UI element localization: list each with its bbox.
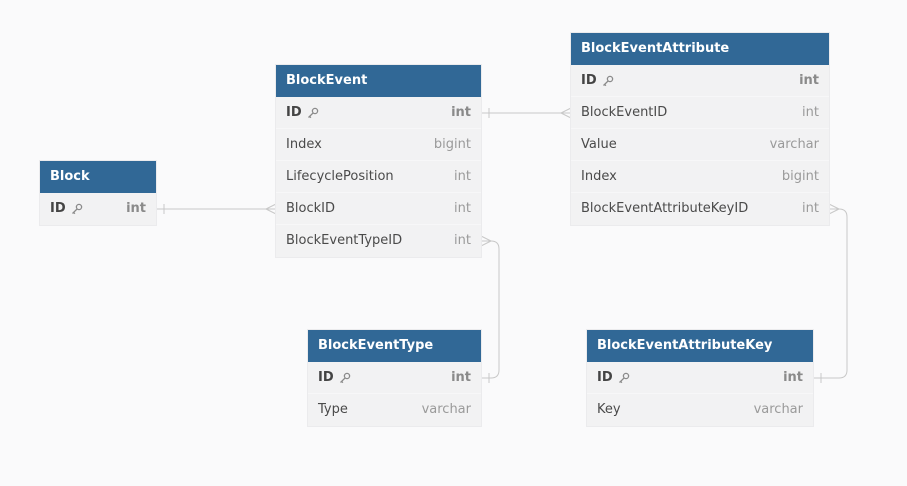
table-header[interactable]: BlockEvent xyxy=(276,65,481,97)
field-name-wrap: BlockID xyxy=(286,193,335,224)
field-row[interactable]: LifecyclePosition int xyxy=(276,161,481,193)
field-row[interactable]: BlockID int xyxy=(276,193,481,225)
field-type: int xyxy=(126,201,146,216)
many-cardinality-mark xyxy=(265,203,277,215)
field-name: ID xyxy=(581,72,597,88)
field-type: int xyxy=(454,169,471,184)
field-name: ID xyxy=(597,369,613,385)
field-row[interactable]: BlockEventTypeID int xyxy=(276,225,481,257)
field-row[interactable]: ID int xyxy=(571,65,829,97)
crows-foot-line xyxy=(560,107,572,114)
field-name-wrap: BlockEventTypeID xyxy=(286,225,402,257)
field-row[interactable]: Index bigint xyxy=(571,161,829,193)
primary-key-icon xyxy=(618,372,630,384)
field-type: bigint xyxy=(433,137,471,152)
field-name: ID xyxy=(50,201,66,216)
field-name-wrap: LifecyclePosition xyxy=(286,161,394,192)
field-name-wrap: ID xyxy=(318,362,351,393)
field-type: int xyxy=(454,233,471,248)
field-row[interactable]: Key varchar xyxy=(587,394,813,426)
field-name-wrap: ID xyxy=(597,362,630,393)
field-name: Index xyxy=(286,136,322,152)
table-header[interactable]: BlockEventType xyxy=(308,330,481,362)
field-name: BlockEventTypeID xyxy=(286,233,403,248)
primary-key-icon xyxy=(339,372,351,384)
field-row[interactable]: Value varchar xyxy=(571,129,829,161)
primary-key-icon xyxy=(71,203,83,215)
relation-line xyxy=(813,208,848,379)
primary-key-icon xyxy=(602,75,614,87)
field-name: Value xyxy=(581,136,617,152)
field-type: int xyxy=(802,105,819,120)
field-row[interactable]: ID int xyxy=(276,97,481,129)
field-name-wrap: Index xyxy=(581,161,617,192)
field-name-wrap: BlockEventID xyxy=(581,97,667,128)
field-type: varchar xyxy=(421,402,471,417)
field-name-wrap: ID xyxy=(286,97,319,128)
relation-line xyxy=(481,240,500,379)
crows-foot-line xyxy=(265,208,277,215)
field-name: Type xyxy=(318,402,348,417)
field-row[interactable]: BlockEventID int xyxy=(571,97,829,129)
field-name: LifecyclePosition xyxy=(286,168,394,184)
field-name-wrap: Type xyxy=(318,394,348,426)
many-cardinality-mark xyxy=(828,203,840,215)
crows-foot-line xyxy=(828,208,840,215)
table-header[interactable]: BlockEventAttribute xyxy=(571,33,829,65)
field-type: int xyxy=(451,370,471,385)
field-type: int xyxy=(799,73,819,88)
field-name-wrap: ID xyxy=(581,65,614,96)
field-name-wrap: Value xyxy=(581,129,617,160)
field-row[interactable]: ID int xyxy=(308,362,481,394)
field-name-wrap: ID xyxy=(50,193,83,225)
many-cardinality-mark xyxy=(480,235,492,247)
field-name: ID xyxy=(318,369,334,385)
field-name: BlockEventID xyxy=(581,104,668,120)
field-name-wrap: Key xyxy=(597,394,621,426)
field-row[interactable]: BlockEventAttributeKeyID int xyxy=(571,193,829,225)
field-name: BlockEventAttributeKeyID xyxy=(581,201,749,216)
crows-foot-line xyxy=(828,203,840,210)
field-name: ID xyxy=(286,104,302,120)
field-row[interactable]: ID int xyxy=(587,362,813,394)
field-type: bigint xyxy=(781,169,819,184)
field-type: int xyxy=(802,201,819,216)
field-type: varchar xyxy=(753,402,803,417)
field-row[interactable]: Type varchar xyxy=(308,394,481,426)
field-row[interactable]: Index bigint xyxy=(276,129,481,161)
field-name: BlockID xyxy=(286,200,336,216)
field-type: int xyxy=(454,201,471,216)
field-row[interactable]: ID int xyxy=(40,193,156,225)
relation-block-to-block-event xyxy=(156,203,277,215)
crows-foot-line xyxy=(265,203,277,210)
field-type: int xyxy=(451,105,471,120)
field-name: Key xyxy=(597,402,621,417)
crows-foot-line xyxy=(480,235,492,242)
relation-block-event-type-to-block-event xyxy=(480,235,500,383)
crows-foot-line xyxy=(560,112,572,119)
table-header[interactable]: BlockEventAttributeKey xyxy=(587,330,813,362)
field-type: int xyxy=(783,370,803,385)
field-type: varchar xyxy=(769,137,819,152)
table-header[interactable]: Block xyxy=(40,161,156,193)
field-name-wrap: BlockEventAttributeKeyID xyxy=(581,193,748,225)
relation-block-event-to-block-event-attribute xyxy=(481,107,572,119)
field-name-wrap: Index xyxy=(286,129,322,160)
crows-foot-line xyxy=(480,240,492,247)
relation-block-event-attribute-key-to-block-event-attribute xyxy=(813,203,848,383)
field-name: Index xyxy=(581,168,617,184)
many-cardinality-mark xyxy=(560,107,572,119)
primary-key-icon xyxy=(307,107,319,119)
